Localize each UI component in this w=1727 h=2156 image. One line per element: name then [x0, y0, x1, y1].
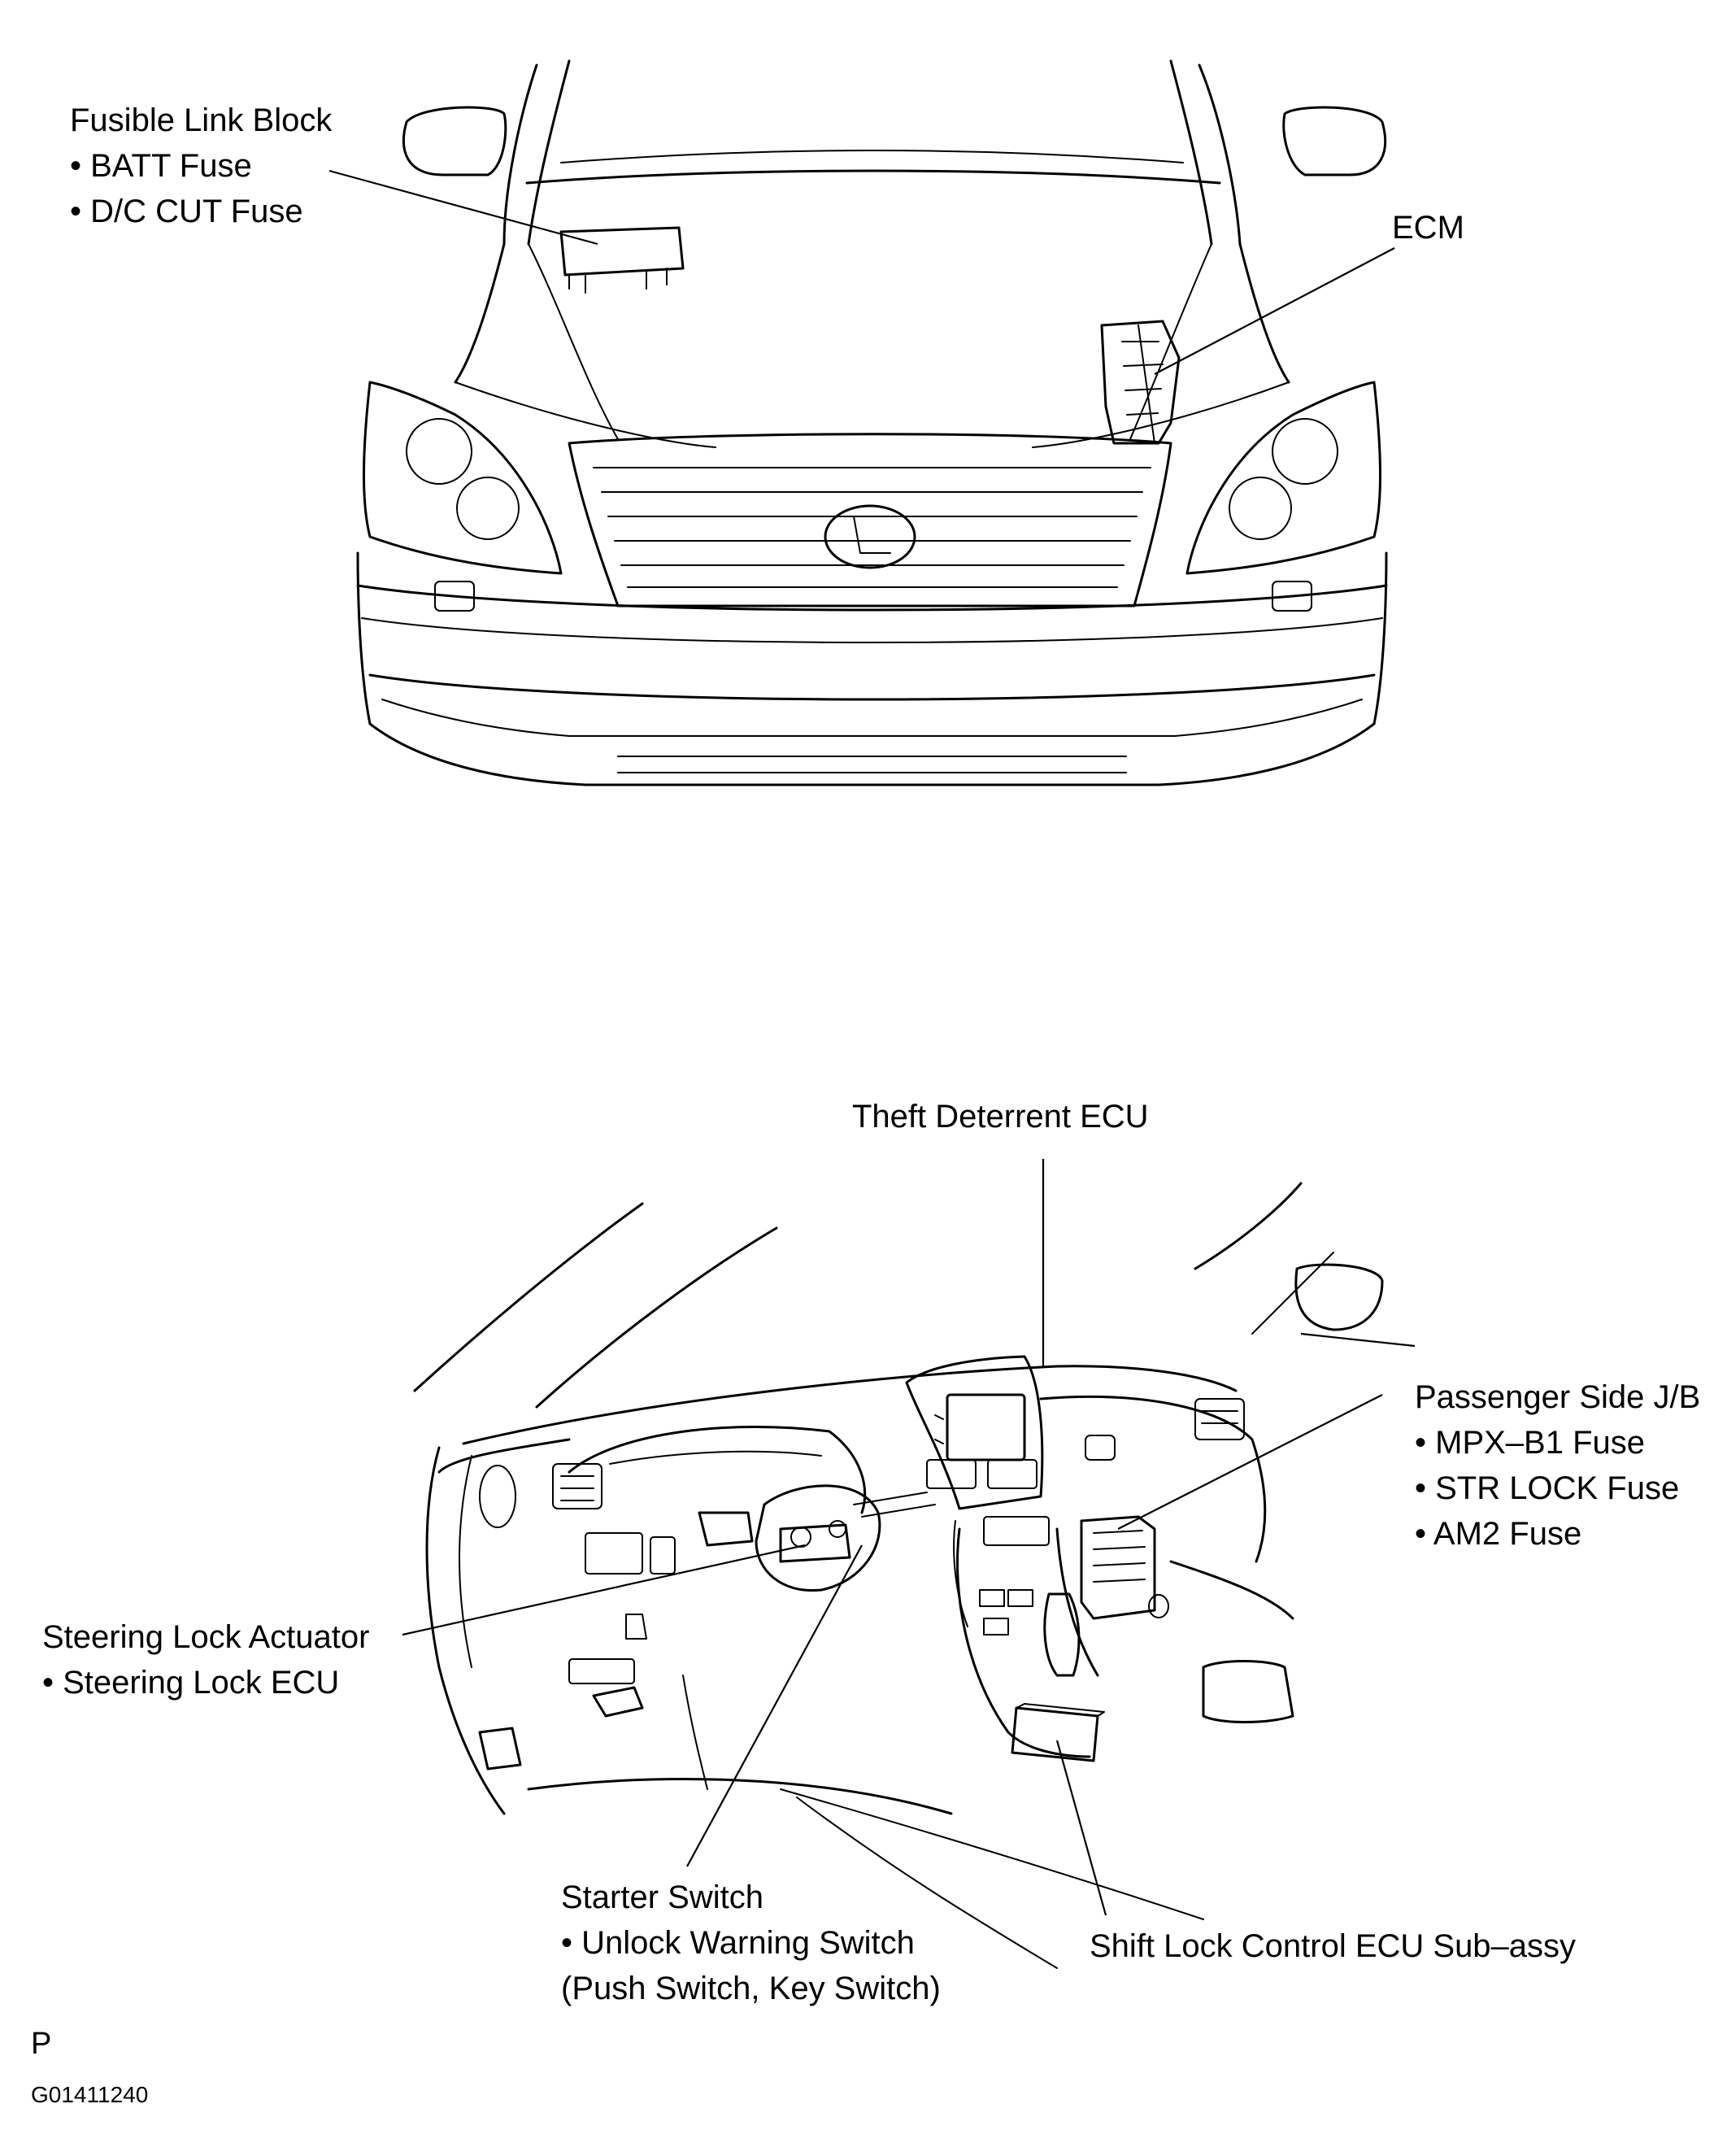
label-theft-deterrent-ecu: Theft Deterrent ECU: [852, 1094, 1149, 1139]
passenger-jb-drawing: [1080, 1515, 1169, 1620]
leader-passenger-jb: [1117, 1394, 1383, 1530]
car-interior-illustration: [413, 1182, 1384, 1969]
label-passenger-side-jb: Passenger Side J/B • MPX–B1 Fuse • STR L…: [1415, 1374, 1700, 1557]
leader-lines: [328, 169, 1416, 1916]
leader-steering-lock-actuator: [402, 1544, 806, 1636]
footer-figure-id: G01411240: [31, 2082, 149, 2107]
shift-lock-ecu-drawing: [1011, 1703, 1105, 1762]
footer-code-letter: P: [31, 2027, 52, 2061]
label-unlock-warning-switch: • Unlock Warning Switch: [561, 1925, 915, 1961]
label-shift-lock-control-ecu-title: Shift Lock Control ECU Sub–assy: [1090, 1928, 1577, 1964]
leader-fusible-link-block: [328, 169, 598, 246]
label-starter-switch: Starter Switch • Unlock Warning Switch (…: [561, 1875, 941, 2011]
label-ecm-title: ECM: [1392, 210, 1464, 246]
label-str-lock-fuse: • STR LOCK Fuse: [1415, 1470, 1680, 1506]
label-push-key-switch: (Push Switch, Key Switch): [561, 1971, 941, 2006]
label-batt-fuse: • BATT Fuse: [70, 148, 252, 184]
label-steering-lock-ecu: • Steering Lock ECU: [42, 1665, 340, 1701]
car-front-illustration: [356, 59, 1388, 786]
label-am2-fuse: • AM2 Fuse: [1415, 1516, 1582, 1552]
label-shift-lock-control-ecu: Shift Lock Control ECU Sub–assy: [1090, 1923, 1576, 1969]
label-starter-switch-title: Starter Switch: [561, 1879, 763, 1915]
label-steering-lock-actuator-title: Steering Lock Actuator: [42, 1619, 370, 1655]
fusible-link-block-drawing: [559, 226, 685, 294]
label-passenger-side-jb-title: Passenger Side J/B: [1415, 1379, 1701, 1415]
label-mpx-b1-fuse: • MPX–B1 Fuse: [1415, 1425, 1646, 1461]
label-dc-cut-fuse: • D/C CUT Fuse: [70, 194, 303, 229]
label-fusible-link-block-title: Fusible Link Block: [70, 102, 333, 138]
leader-shift-lock-ecu: [1055, 1740, 1107, 1916]
label-theft-deterrent-ecu-title: Theft Deterrent ECU: [852, 1099, 1149, 1135]
label-steering-lock-actuator: Steering Lock Actuator • Steering Lock E…: [42, 1614, 369, 1705]
leader-starter-switch: [686, 1544, 863, 1867]
label-fusible-link-block: Fusible Link Block • BATT Fuse • D/C CUT…: [70, 98, 332, 234]
label-ecm: ECM: [1392, 205, 1464, 250]
ecm-drawing: [1100, 320, 1181, 445]
leader-ecm: [1154, 247, 1395, 375]
leader-passenger-jb-top: [1300, 1332, 1416, 1348]
steering-lock-drawing: [698, 1484, 936, 1592]
